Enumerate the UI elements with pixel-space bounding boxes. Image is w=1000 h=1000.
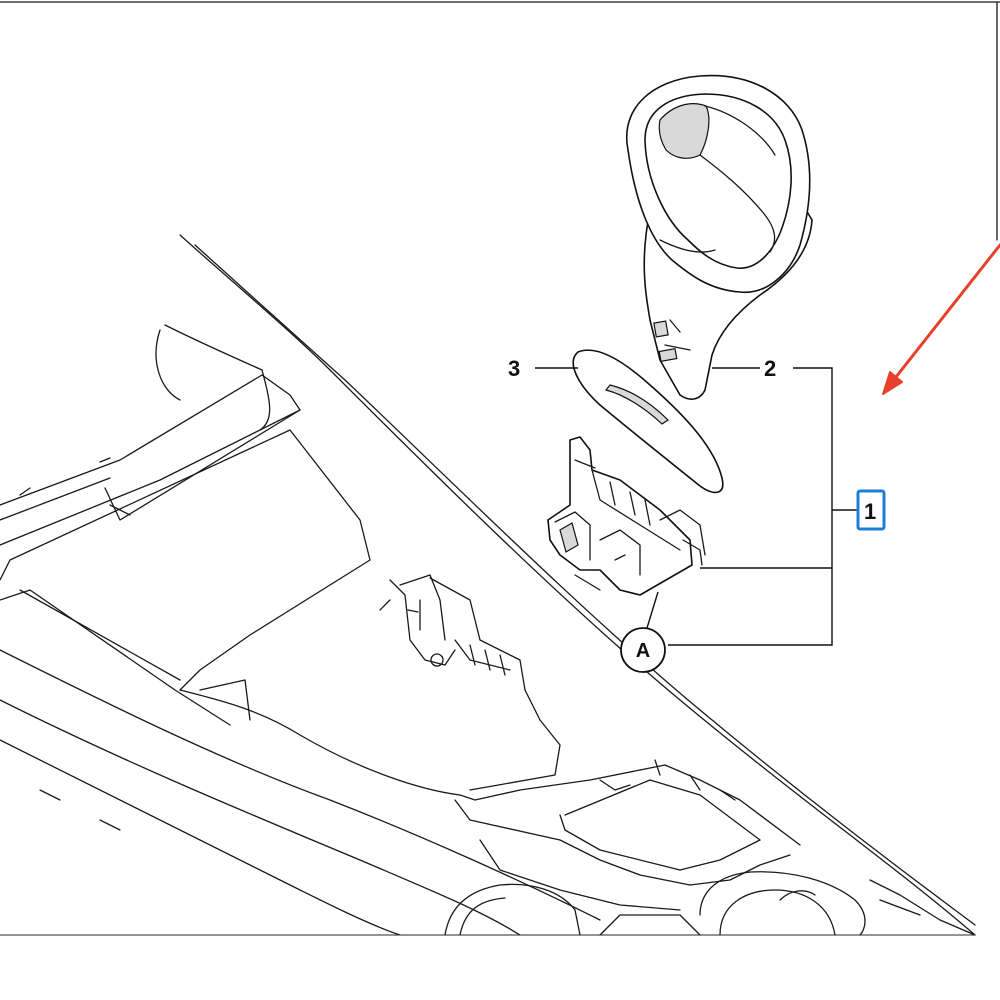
selector-base-part (547, 436, 706, 596)
callout-a-marker: A (620, 627, 666, 673)
callout-1-label: 1 (864, 499, 876, 524)
gasket-ring-part (572, 349, 724, 494)
frame-border (0, 1, 1000, 241)
leader-lines (535, 367, 858, 646)
callout-1-highlight[interactable]: 1 (856, 489, 886, 531)
red-arrow-icon (882, 243, 1000, 395)
gear-knob-part (625, 74, 813, 400)
callout-a-label: A (636, 640, 650, 662)
center-console-drawing (0, 234, 976, 936)
callout-3-label: 3 (508, 356, 520, 381)
callout-2-label: 2 (764, 356, 776, 381)
